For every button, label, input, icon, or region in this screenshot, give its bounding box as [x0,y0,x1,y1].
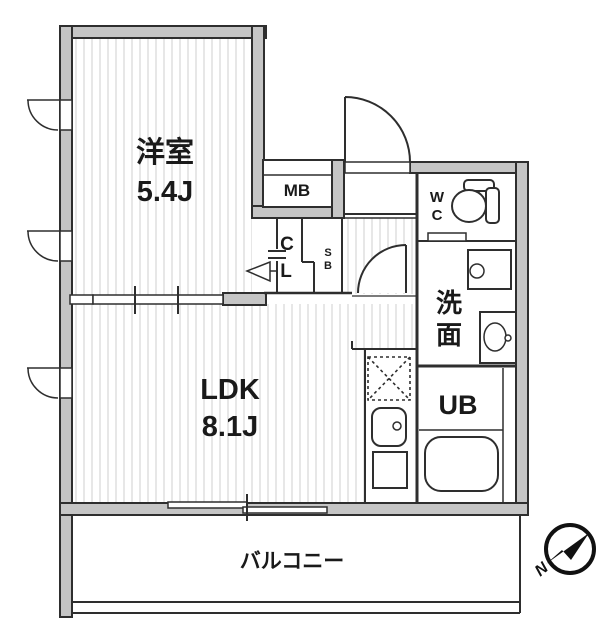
washroom-label-line2: 面 [436,320,462,350]
refrigerator-space-icon [367,356,411,401]
wc-sliding-door [427,232,467,242]
balcony-label: バルコニー [240,550,345,573]
bedroom-area-label: 5.4J [137,176,193,208]
ldk-label: LDK [200,374,260,406]
closet-label-line1: C [280,234,294,255]
wall-segment [59,25,267,39]
wc-label-line1: W [430,189,445,206]
unit-bath-label: UB [439,390,478,420]
casement-window [27,99,73,131]
meter-box-label: MB [284,181,310,200]
wall-segment [59,25,73,618]
shoebox-label-line1: S [324,247,331,259]
openings [27,96,467,521]
shoebox-wall [301,218,315,293]
ldk-area-label: 8.1J [202,411,258,443]
compass-needle [546,533,589,564]
door-swing-area [358,245,406,293]
floor-ldk [72,304,417,503]
stove-icon [372,451,408,489]
wall-segment [409,161,529,174]
washroom-label-line1: 洗 [436,288,462,318]
casement-window [27,367,73,399]
entrance-door [344,96,411,174]
kitchen-sink-icon [371,407,407,447]
balcony-rail [72,515,521,614]
bedroom-label: 洋室 [136,135,194,169]
toilet-icon [451,179,500,224]
kitchen-counter-walls [351,341,417,503]
casement-window [27,230,73,262]
closet-label-line2: L [280,261,292,282]
hallway-door [357,244,407,294]
compass-icon: N [532,523,596,580]
floor-hatching [72,38,417,503]
unit-bath-inner-lines [419,368,504,503]
floor-bedroom [72,38,252,295]
meter-box [262,159,333,208]
wall-segment [331,159,345,219]
balcony-sliding-window [167,494,328,521]
bathtub-icon [424,436,499,492]
fixtures [367,179,517,492]
wall-segment [515,161,529,516]
wc-label-line2: C [432,207,443,224]
sink-icon [479,311,517,364]
sliding-partition [69,286,224,314]
shoebox-label-line2: B [324,260,332,272]
wall-segment [222,292,267,306]
closet-open-arrow-icon [245,260,271,283]
closet-door-ticks [268,250,286,259]
labels: 洋室 5.4J LDK 8.1J MB C L S B W C 洗 面 UB バ… [136,135,478,573]
washing-machine-icon [467,249,512,290]
interior-walls [72,173,521,614]
